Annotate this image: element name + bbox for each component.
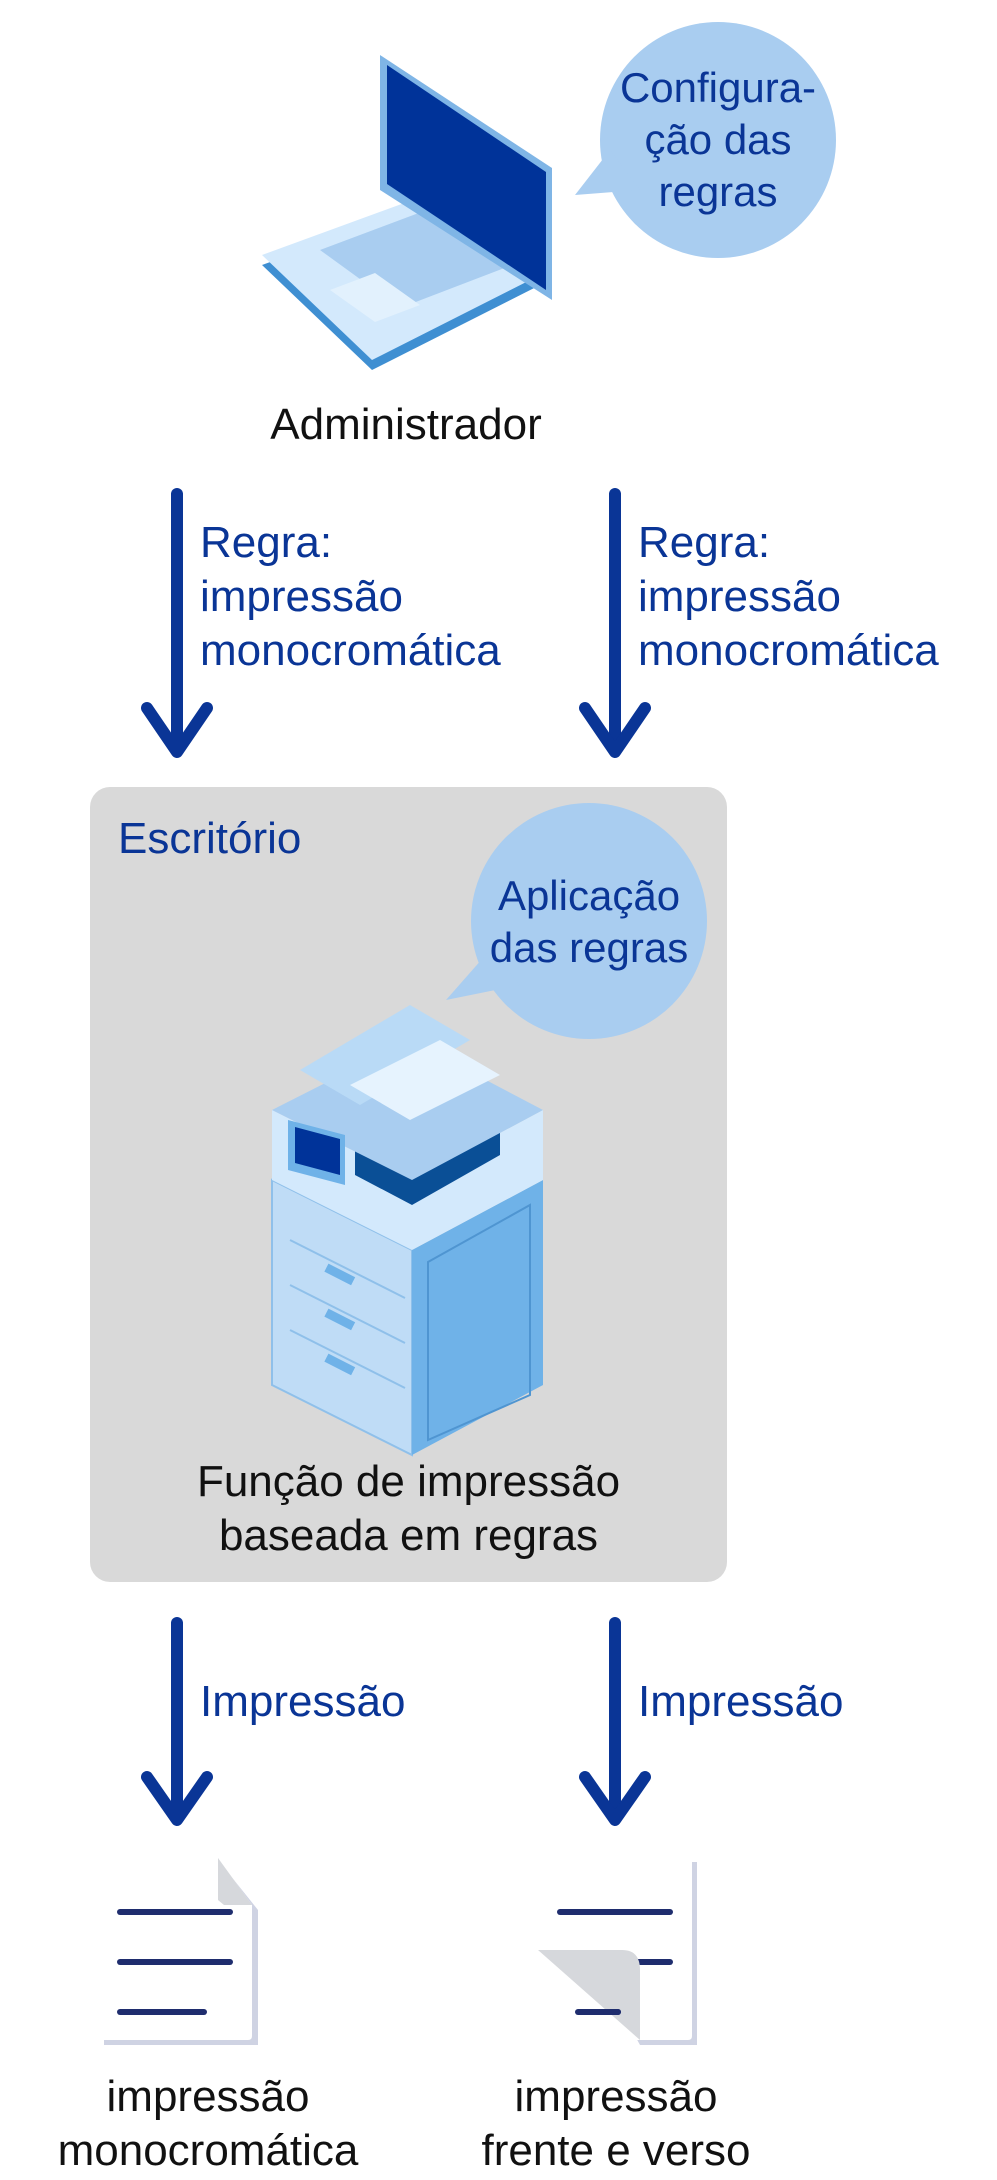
output-label-right: impressão frente e verso	[388, 2070, 844, 2178]
output-label-left: impressão monocromática	[0, 2070, 436, 2178]
rule-label-left: Regra: impressão monocromática	[200, 516, 501, 678]
output-line: monocromática	[57, 2126, 359, 2175]
bubble-line: das regras	[489, 924, 689, 971]
function-line: Função de impressão	[196, 1457, 621, 1506]
bubble-line: Aplicação	[497, 872, 681, 919]
rule-line: Regra:	[200, 518, 333, 567]
print-label-left: Impressão	[200, 1677, 406, 1726]
speech-bubble-apply	[446, 803, 707, 1039]
bubble-line: ção das	[644, 116, 792, 163]
arrow-down-icon	[141, 488, 651, 758]
bubble-line: regras	[658, 168, 778, 215]
output-line: frente e verso	[481, 2126, 751, 2175]
rule-label-right: Regra: impressão monocromática	[638, 516, 939, 678]
office-title: Escritório	[118, 814, 302, 863]
bubble-line: Configura-	[619, 64, 817, 111]
bubble-config-text: Configura- ção das regras	[600, 62, 836, 218]
speech-bubble-config	[575, 22, 836, 258]
rule-line: Regra:	[638, 518, 771, 567]
function-label: Função de impressão baseada em regras	[90, 1455, 727, 1563]
function-line: baseada em regras	[218, 1511, 599, 1560]
rule-line: impressão	[200, 572, 403, 621]
laptop-icon	[262, 55, 552, 370]
rule-line: impressão	[638, 572, 841, 621]
rule-line: monocromática	[200, 626, 501, 675]
output-line: impressão	[106, 2072, 310, 2121]
duplex-document-icon	[538, 1862, 697, 2045]
print-label-right: Impressão	[638, 1677, 844, 1726]
output-line: impressão	[514, 2072, 718, 2121]
rule-line: monocromática	[638, 626, 939, 675]
arrow-down-icon	[141, 1617, 651, 1826]
monochrome-document-icon	[104, 1858, 258, 2045]
admin-label: Administrador	[270, 400, 542, 449]
bubble-apply-text: Aplicação das regras	[471, 870, 707, 974]
printer-icon	[271, 1005, 543, 1457]
